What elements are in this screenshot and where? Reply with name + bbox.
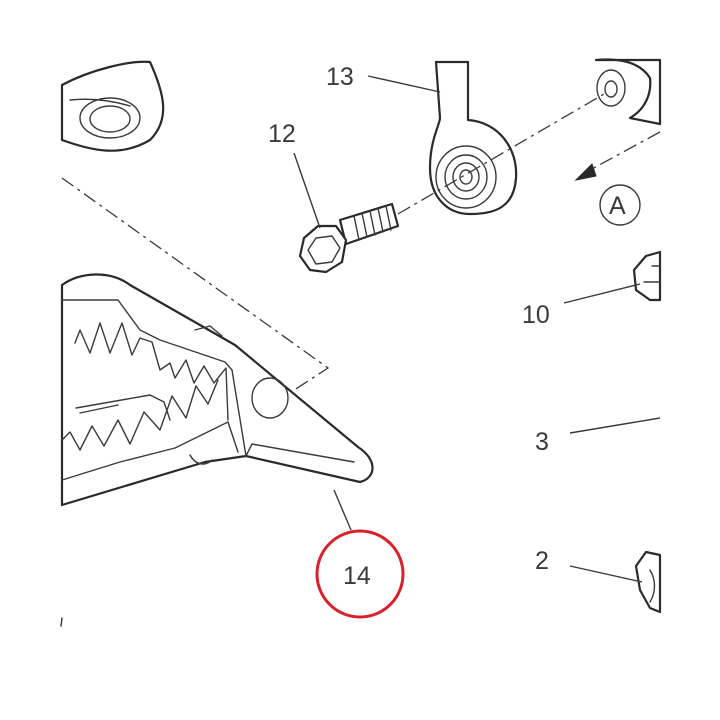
assembly-centerline-left [61,177,330,399]
edge-tick-mark [60,617,63,627]
leader-14 [333,489,352,531]
callout-12: 12 [268,120,296,148]
view-marker-circle [599,184,641,226]
frame-plate-partial [594,58,662,126]
pivot-clip-partial [634,550,662,614]
callout-13: 13 [326,63,354,91]
leader-2 [569,565,643,583]
arrowhead-icon [574,163,597,181]
callout-10: 10 [522,301,550,329]
callout-14: 14 [343,562,371,590]
rod-end-link [428,60,518,216]
bolt-axis-line [397,93,605,215]
flange-bolt [298,202,400,274]
callout-2: 2 [535,547,549,575]
leader-3 [569,417,661,434]
leader-13 [367,75,441,93]
mounting-bracket-partial [60,60,165,152]
callout-3: 3 [535,428,549,456]
hex-nut [632,250,662,302]
highlight-circle [315,529,405,619]
callout-a: A [609,192,626,220]
leader-12 [293,152,321,229]
leader-10 [563,283,641,304]
footrest-peg [60,273,374,507]
direction-line-a [589,131,661,171]
